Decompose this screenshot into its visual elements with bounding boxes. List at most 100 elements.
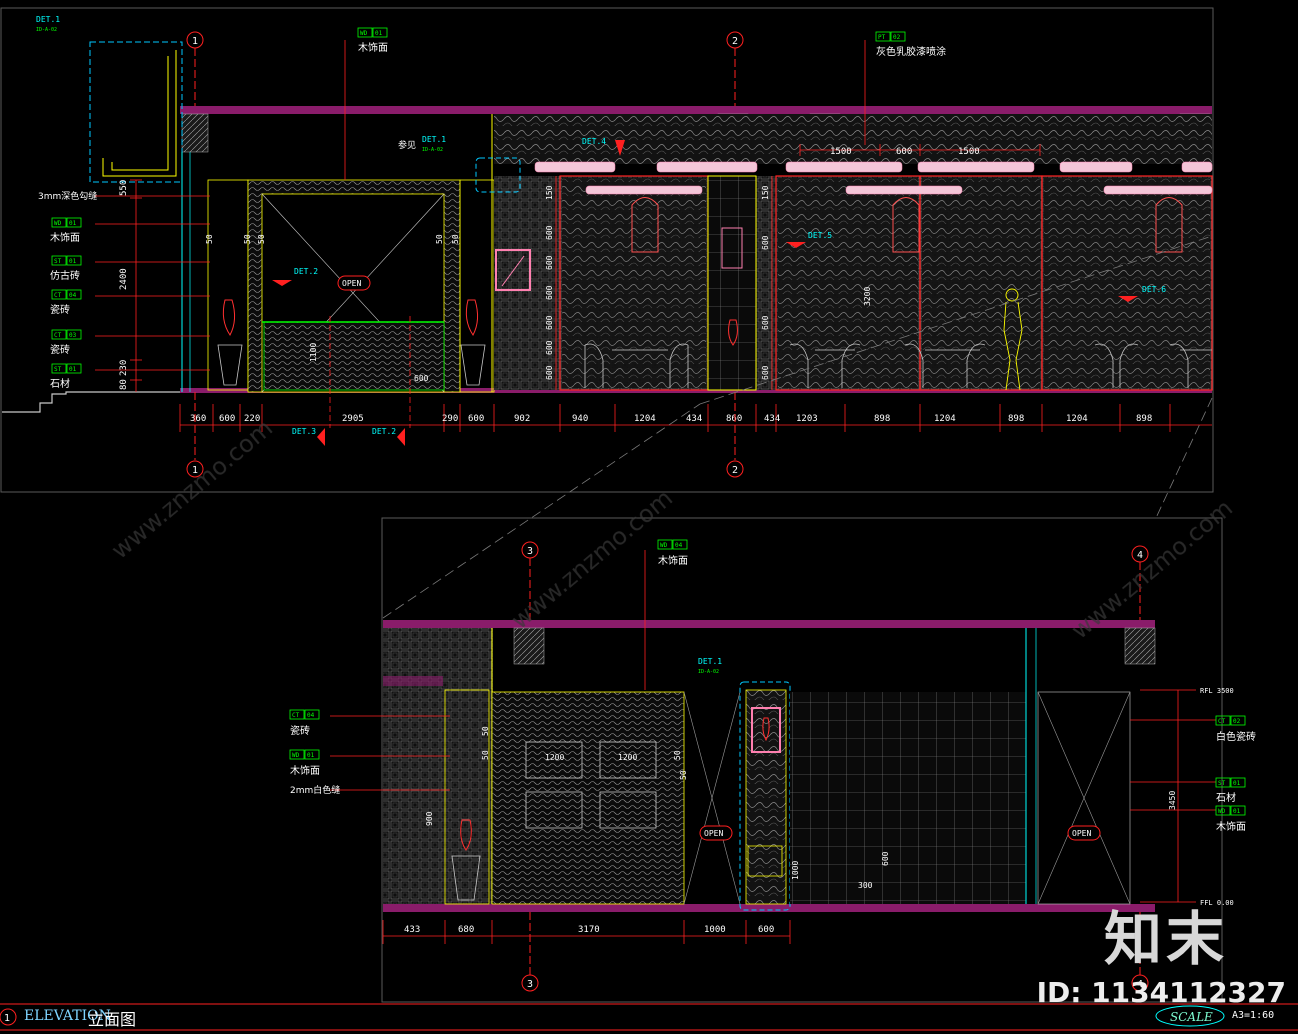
grid-marker-4-top: 4 (1137, 550, 1143, 561)
tag-lower-left-1b: 04 (307, 712, 315, 719)
dim-lower-bottom-3: 3170 (578, 925, 600, 935)
dim-bottom-15: 1204 (934, 414, 956, 424)
open-sign-upper: OPEN (342, 279, 361, 288)
grid-marker-3-top: 3 (527, 546, 533, 557)
dim-bottom-7: 902 (514, 414, 530, 424)
label-top-1: 木饰面 (358, 41, 388, 54)
tag-top-1a: WD (360, 30, 368, 37)
det-label-5: DET.5 (808, 231, 832, 240)
label-left-5: 石材 (50, 377, 70, 390)
dim-bottom-12: 434 (764, 414, 780, 424)
det-label-lower: DET.1 (698, 657, 722, 666)
dim-col-3: 600 (545, 255, 554, 270)
tag-lower-right-2a: ST (1218, 780, 1226, 787)
open-sign-lower-2: OPEN (1072, 829, 1091, 838)
title-bar: 1 (0, 1003, 1298, 1031)
dim-lower-bottom-2: 680 (458, 925, 474, 935)
label-left-4: 瓷砖 (50, 343, 70, 356)
watermark-site-1: www.znzmo.com (106, 414, 278, 565)
dim-vert-4: 50 (435, 234, 444, 244)
sheet-number: 1 (4, 1013, 10, 1024)
tag-left-3b: 04 (69, 292, 77, 299)
dim-col-4: 600 (545, 285, 554, 300)
grid-marker-3-bottom: 3 (527, 979, 533, 990)
tag-top-1b: 01 (375, 30, 383, 37)
det-sub-1: ID-A-02 (36, 27, 57, 33)
dim-lower-inner-6: 50 (679, 770, 688, 780)
tag-lower-right-2b: 01 (1233, 780, 1241, 787)
watermark-brand: 知末 (1103, 905, 1228, 973)
dim-rcol-4: 600 (761, 315, 770, 330)
tag-left-2a: ST (54, 258, 62, 265)
tag-lower-top-a: WD (660, 542, 668, 549)
dim-top-2: 600 (896, 147, 912, 157)
dim-bottom-6: 600 (468, 414, 484, 424)
dim-top-1: 1500 (830, 147, 852, 157)
dim-lower-bottom-5: 600 (758, 925, 774, 935)
tag-left-5a: ST (54, 366, 62, 373)
label-lower-left-1: 瓷砖 (290, 724, 310, 737)
dim-lower-inner-4: 50 (481, 750, 490, 760)
dim-lower-inner-3: 50 (481, 726, 490, 736)
dim-lower-bottom-1: 433 (404, 925, 420, 935)
tag-left-3a: CT (54, 292, 62, 299)
dim-rcol-1: 150 (761, 185, 770, 200)
dim-bottom-8: 940 (572, 414, 588, 424)
label-lower-left-2: 木饰面 (290, 764, 320, 777)
det-sub-lower: ID-A-02 (698, 669, 719, 675)
dim-lower-inner-2: 1200 (618, 753, 637, 762)
sheet-title-en: ELEVATION (24, 1008, 111, 1024)
tag-lower-left-1a: CT (292, 712, 300, 719)
tag-lower-right-1a: CT (1218, 718, 1226, 725)
dim-bottom-4: 2905 (342, 414, 364, 424)
tag-lower-right-3b: 01 (1233, 808, 1241, 815)
level-top: RFL 3500 (1200, 687, 1234, 695)
open-sign-lower-1: OPEN (704, 829, 723, 838)
watermark-id: ID: 1134112327 (1036, 976, 1286, 1009)
dim-rcol-3: 3200 (863, 287, 872, 306)
dim-lower-inner-11: 900 (425, 811, 434, 826)
watermark-site-2: www.znzmo.com (506, 484, 678, 635)
dim-bottom-14: 898 (874, 414, 890, 424)
label-top-2: 灰色乳胶漆喷涂 (876, 45, 946, 58)
dim-bottom-9: 1204 (634, 414, 656, 424)
tag-left-1b: 01 (69, 220, 77, 227)
dim-bottom-1: 360 (190, 414, 206, 424)
dim-vert-6: 1100 (309, 343, 318, 362)
label-lower-right-3: 木饰面 (1216, 820, 1246, 833)
tag-top-2b: 02 (893, 34, 901, 41)
dim-bottom-5: 290 (442, 414, 458, 424)
dim-lower-inner-10: 3450 (1168, 791, 1177, 810)
label-left-2: 仿古砖 (50, 269, 80, 282)
dim-bottom-13: 1203 (796, 414, 818, 424)
grid-marker-1-bottom: 1 (192, 465, 198, 476)
dim-col-6: 600 (545, 340, 554, 355)
det-label-2: DET.1 (422, 135, 446, 144)
lower-elevation: OPEN OPEN RFL 3500 FFL 0.00 (289, 517, 1256, 1003)
dim-rcol-5: 600 (761, 365, 770, 380)
dim-col-2: 600 (545, 225, 554, 240)
dim-left-1: 550 (119, 180, 129, 196)
grid-marker-2-bottom: 2 (732, 465, 738, 476)
tag-left-1a: WD (54, 220, 62, 227)
dim-lower-inner-5: 50 (673, 750, 682, 760)
dim-left-3: 230 (119, 360, 129, 376)
level-bottom: FFL 0.00 (1200, 899, 1234, 907)
dim-lower-inner-1: 1200 (545, 753, 564, 762)
tag-lower-right-3a: WD (1218, 808, 1226, 815)
label-left-3: 瓷砖 (50, 303, 70, 316)
det-label-8: DET.2 (372, 427, 396, 436)
dim-col-7: 600 (545, 365, 554, 380)
dim-vert-5: 50 (451, 234, 460, 244)
tag-left-2b: 01 (69, 258, 77, 265)
scale-ratio: A3=1:60 (1232, 1010, 1275, 1021)
label-lower-right-1: 白色瓷砖 (1216, 730, 1256, 743)
dim-bottom-10: 434 (686, 414, 702, 424)
note-left-upper: 3mm深色勾缝 (38, 190, 97, 202)
dim-top-3: 1500 (958, 147, 980, 157)
dim-bottom-16: 898 (1008, 414, 1024, 424)
dim-col-1: 150 (545, 185, 554, 200)
tag-left-5b: 01 (69, 366, 77, 373)
det-label-7: DET.3 (292, 427, 316, 436)
